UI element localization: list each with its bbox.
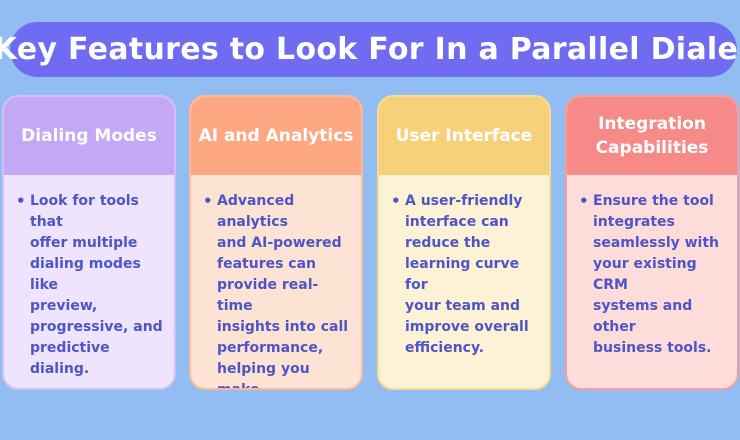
- page-title: Key Features to Look For In a Parallel D…: [0, 32, 740, 67]
- card-heading: User Interface: [379, 97, 549, 175]
- card-heading: Dialing Modes: [4, 97, 174, 175]
- feature-card-ai-analytics: AI and Analytics • Advanced analytics an…: [189, 95, 363, 390]
- card-heading-text: Integration Capabilities: [595, 114, 709, 158]
- bullet-item: • Advanced analytics and AI-powered feat…: [203, 191, 351, 390]
- bullet-dot-icon: •: [203, 192, 213, 210]
- feature-card-integration: Integration Capabilities • Ensure the to…: [565, 95, 739, 390]
- bullet-item: • Ensure the tool integrates seamlessly …: [579, 191, 727, 359]
- card-body: • Advanced analytics and AI-powered feat…: [191, 175, 361, 390]
- card-heading: AI and Analytics: [191, 97, 361, 175]
- bullet-dot-icon: •: [391, 192, 401, 210]
- card-heading-text: Dialing Modes: [21, 126, 157, 146]
- bullet-dot-icon: •: [579, 192, 589, 210]
- bullet-text: Look for tools that offer multiple diali…: [30, 193, 163, 377]
- bullet-item: • A user-friendly interface can reduce t…: [391, 191, 539, 359]
- card-heading: Integration Capabilities: [567, 97, 737, 175]
- card-body: • Ensure the tool integrates seamlessly …: [567, 175, 737, 369]
- feature-card-user-interface: User Interface • A user-friendly interfa…: [377, 95, 551, 390]
- bullet-text: A user-friendly interface can reduce the…: [405, 193, 529, 356]
- bullet-text: Advanced analytics and AI-powered featur…: [217, 193, 349, 390]
- bullet-text: Ensure the tool integrates seamlessly wi…: [593, 193, 720, 356]
- card-body: • Look for tools that offer multiple dia…: [4, 175, 174, 388]
- card-heading-text: AI and Analytics: [198, 126, 354, 146]
- bullet-dot-icon: •: [16, 192, 26, 210]
- card-body: • A user-friendly interface can reduce t…: [379, 175, 549, 369]
- bullet-item: • Look for tools that offer multiple dia…: [16, 191, 164, 380]
- feature-card-dialing-modes: Dialing Modes • Look for tools that offe…: [2, 95, 176, 390]
- title-banner: Key Features to Look For In a Parallel D…: [0, 22, 740, 77]
- card-heading-text: User Interface: [395, 126, 533, 146]
